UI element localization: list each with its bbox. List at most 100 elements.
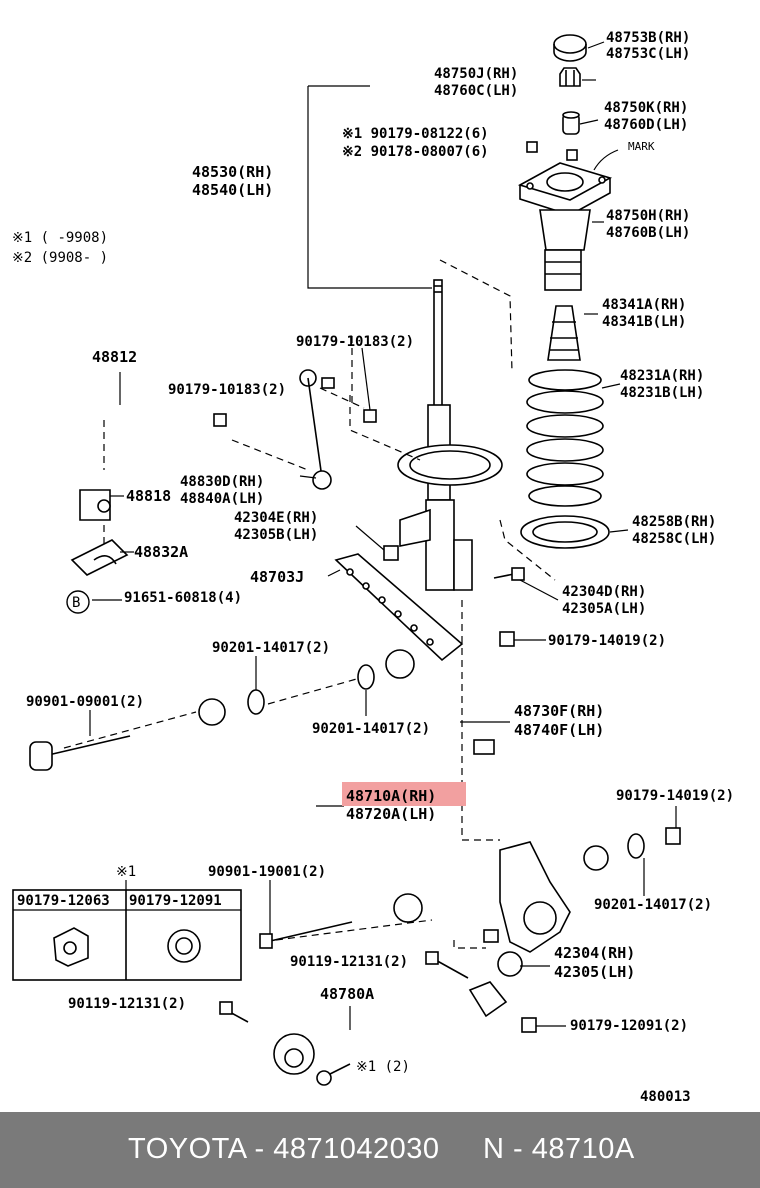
label-48258b: 48258B(RH): [632, 514, 716, 530]
label-90119-12131-a: 90119-12131(2): [290, 954, 408, 970]
label-star1-2: ※1 (2): [356, 1059, 410, 1075]
label-42304e: 42304E(RH): [234, 510, 318, 526]
label-90179-10183-b: 90179-10183(2): [168, 382, 286, 398]
label-90179-12091: 90179-12091(2): [570, 1018, 688, 1034]
label-90201-14017-b: 90201-14017(2): [312, 721, 430, 737]
bolt-19001[interactable]: [259, 921, 353, 949]
label-90179-08122: ※1 90179-08122(6): [342, 126, 489, 142]
support-mount[interactable]: [517, 162, 613, 216]
label-box-left: 90179-12063: [17, 893, 110, 909]
bumper-boot[interactable]: [539, 209, 591, 291]
leader-lines: [89, 41, 677, 1030]
label-48750j: 48750J(RH): [434, 66, 518, 82]
label-box-right: 90179-12091: [129, 893, 222, 909]
bolt-12131-a[interactable]: [425, 951, 469, 979]
label-90179-10183-a: 90179-10183(2): [296, 334, 414, 350]
highlight-48710a: [342, 782, 466, 806]
bushing-bracket[interactable]: [70, 539, 129, 576]
label-48753b: 48753B(RH): [606, 30, 690, 46]
label-48753c: 48753C(LH): [606, 46, 690, 62]
footer-bar: TOYOTA - 4871042030 N - 48710A: [0, 1112, 760, 1188]
trailing-arm[interactable]: [273, 981, 508, 1075]
label-48530: 48530(RH): [192, 163, 273, 181]
note-1: ※1 ( -9908): [12, 230, 108, 246]
label-circle-b: B: [72, 595, 80, 611]
label-48231a: 48231A(RH): [620, 368, 704, 384]
footer-part-number: N - 48710A: [483, 1133, 635, 1165]
lateral-link-rear[interactable]: [198, 698, 423, 923]
bolt-42304e[interactable]: [383, 545, 399, 561]
label-42305b: 42305B(LH): [234, 527, 318, 543]
label-42305a: 42305A(LH): [562, 601, 646, 617]
upper-nut[interactable]: [559, 67, 581, 87]
label-48830d: 48830D(RH): [180, 474, 264, 490]
label-42305: 42305(LH): [554, 963, 635, 981]
stabilizer-link[interactable]: [299, 369, 335, 490]
bolt-42304d[interactable]: [493, 567, 525, 581]
label-48760b: 48760B(LH): [606, 225, 690, 241]
note-2: ※2 (9908- ): [12, 250, 108, 266]
link-nut-b[interactable]: [363, 409, 377, 423]
bushing-box: [12, 880, 242, 981]
label-90179-14019-b: 90179-14019(2): [616, 788, 734, 804]
label-48812: 48812: [92, 348, 137, 366]
label-48730f: 48730F(RH): [514, 702, 604, 720]
stabilizer-bar[interactable]: [23, 375, 265, 465]
link-nut-a[interactable]: [213, 413, 227, 427]
label-90901-09001: 90901-09001(2): [26, 694, 144, 710]
label-48231b: 48231B(LH): [620, 385, 704, 401]
label-48740f: 48740F(LH): [514, 721, 604, 739]
label-48840a: 48840A(LH): [180, 491, 264, 507]
collar[interactable]: [562, 111, 580, 135]
label-48703j: 48703J: [250, 568, 304, 586]
member-bracket[interactable]: [334, 553, 464, 662]
nut-14019-b[interactable]: [665, 827, 681, 845]
label-48832a: 48832A: [134, 543, 188, 561]
label-90201-14017-c: 90201-14017(2): [594, 897, 712, 913]
label-48720a: 48720A(LH): [346, 805, 436, 823]
label-48710a[interactable]: 48710A(RH): [346, 787, 436, 805]
bolt-09001[interactable]: [29, 735, 131, 771]
footer-brand-part: TOYOTA - 4871042030: [128, 1133, 440, 1165]
label-48258c: 48258C(LH): [632, 531, 716, 547]
label-42304d: 42304D(RH): [562, 584, 646, 600]
label-90178-08007: ※2 90178-08007(6): [342, 144, 489, 160]
label-90119-12131-b: 90119-12131(2): [68, 996, 186, 1012]
small-bolt[interactable]: [316, 1063, 351, 1086]
spring-insulator[interactable]: [520, 515, 610, 549]
label-42304: 42304(RH): [554, 944, 635, 962]
label-90179-14019-a: 90179-14019(2): [548, 633, 666, 649]
label-48818: 48818: [126, 487, 171, 505]
bump-stopper[interactable]: [547, 305, 581, 361]
label-90201-14017-a: 90201-14017(2): [212, 640, 330, 656]
bushing-12091[interactable]: [167, 929, 201, 963]
label-star1: ※1: [116, 864, 136, 880]
washer-14017[interactable]: [247, 664, 645, 859]
stabilizer-bushing[interactable]: [79, 489, 111, 521]
label-48341a: 48341A(RH): [602, 297, 686, 313]
label-48540: 48540(LH): [192, 181, 273, 199]
label-48750h: 48750H(RH): [606, 208, 690, 224]
label-91651: 91651-60818(4): [124, 590, 242, 606]
label-48780a: 48780A: [320, 985, 374, 1003]
nut-14019-a[interactable]: [499, 631, 515, 647]
label-ref: 480013: [640, 1089, 691, 1105]
circle-b-icon: [66, 590, 90, 614]
label-48750k: 48750K(RH): [604, 100, 688, 116]
bushing-12063[interactable]: [53, 927, 89, 967]
label-48760c: 48760C(LH): [434, 83, 518, 99]
bolt-12131-b[interactable]: [219, 1001, 249, 1023]
parts-diagram: 48753B(RH) 48753C(LH) 48750J(RH) 48760C(…: [12, 30, 734, 1105]
label-48760d: 48760D(LH): [604, 117, 688, 133]
nut-12091[interactable]: [521, 1017, 537, 1033]
dust-cap[interactable]: [553, 34, 587, 62]
mark-pointer: [593, 149, 619, 171]
lateral-link-front[interactable]: [385, 649, 609, 871]
shock-absorber[interactable]: [397, 279, 503, 591]
label-90901-19001: 90901-19001(2): [208, 864, 326, 880]
rear-axle-carrier[interactable]: [483, 841, 571, 977]
label-48341b: 48341B(LH): [602, 314, 686, 330]
mount-nuts[interactable]: [526, 141, 578, 161]
coil-spring[interactable]: [526, 369, 604, 507]
label-mark: MARK: [628, 140, 655, 153]
